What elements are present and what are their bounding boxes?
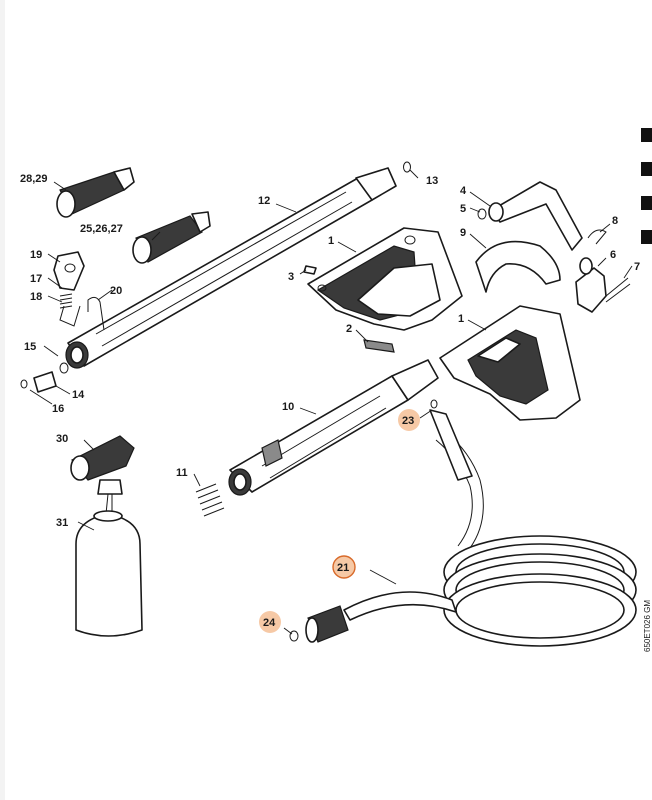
callout-3: 3 [288, 271, 294, 283]
spray-lance [65, 161, 411, 369]
callout-7: 7 [634, 261, 640, 273]
valve-6 [575, 257, 607, 313]
callout-12: 12 [258, 195, 270, 207]
handle-housing-left [307, 227, 463, 331]
callout-28-29: 28,29 [20, 173, 48, 185]
highlight-ring-21 [332, 555, 356, 579]
callout-13: 13 [426, 175, 438, 187]
callout-10: 10 [282, 401, 294, 413]
lever-4 [488, 181, 583, 251]
callout-30: 30 [56, 433, 68, 445]
pin-7 [605, 277, 631, 303]
nipple-23 [430, 399, 438, 409]
spring-11 [195, 483, 225, 517]
edge-mark-1 [641, 128, 652, 142]
callout-15: 15 [24, 341, 36, 353]
callout-18: 18 [30, 291, 42, 303]
callout-8: 8 [612, 215, 618, 227]
callout-14: 14 [72, 389, 85, 401]
callout-9: 9 [460, 227, 466, 239]
highlight-21 [333, 556, 355, 578]
callout-6: 6 [610, 249, 616, 261]
coupling-24 [289, 605, 349, 643]
guard-9 [475, 240, 561, 293]
drawing-code: 650ET026 GM [643, 600, 652, 652]
connector-14 [20, 362, 69, 393]
callout-1-left: 1 [328, 235, 334, 247]
callout-1-right: 1 [458, 313, 464, 325]
callout-19: 19 [30, 249, 42, 261]
nozzle-25-26-27 [132, 211, 211, 264]
edge-mark-2 [641, 162, 652, 176]
screw-3 [303, 265, 317, 275]
trigger-2 [363, 339, 395, 353]
callout-4: 4 [460, 185, 467, 197]
callout-21: 21 [337, 562, 349, 574]
highlight-23 [398, 409, 420, 431]
spring-17-18 [59, 293, 81, 327]
oring-5 [477, 208, 487, 220]
callout-25-26-27: 25,26,27 [80, 223, 123, 235]
callout-11: 11 [176, 467, 188, 479]
callout-20: 20 [110, 285, 122, 297]
clip-19 [53, 251, 85, 291]
pin-20 [87, 296, 105, 331]
extension-tube-10 [228, 359, 439, 496]
callout-17: 17 [30, 273, 42, 285]
edge-mark-3 [641, 196, 652, 210]
left-margin [0, 0, 5, 800]
nozzle-28-29 [56, 167, 135, 218]
callout-5: 5 [460, 203, 466, 215]
callout-16: 16 [52, 403, 64, 415]
detergent-bottle-31 [75, 510, 143, 637]
handle-housing-right [439, 305, 581, 421]
callout-31: 31 [56, 517, 68, 529]
clip-8 [587, 229, 607, 245]
callout-2: 2 [346, 323, 352, 335]
highlight-24 [259, 611, 281, 633]
edge-mark-4 [641, 230, 652, 244]
callout-23: 23 [402, 415, 414, 427]
foam-nozzle-30 [70, 435, 135, 515]
hose-21 [343, 409, 637, 647]
leader-lines [29, 169, 633, 635]
callout-24: 24 [263, 617, 276, 629]
